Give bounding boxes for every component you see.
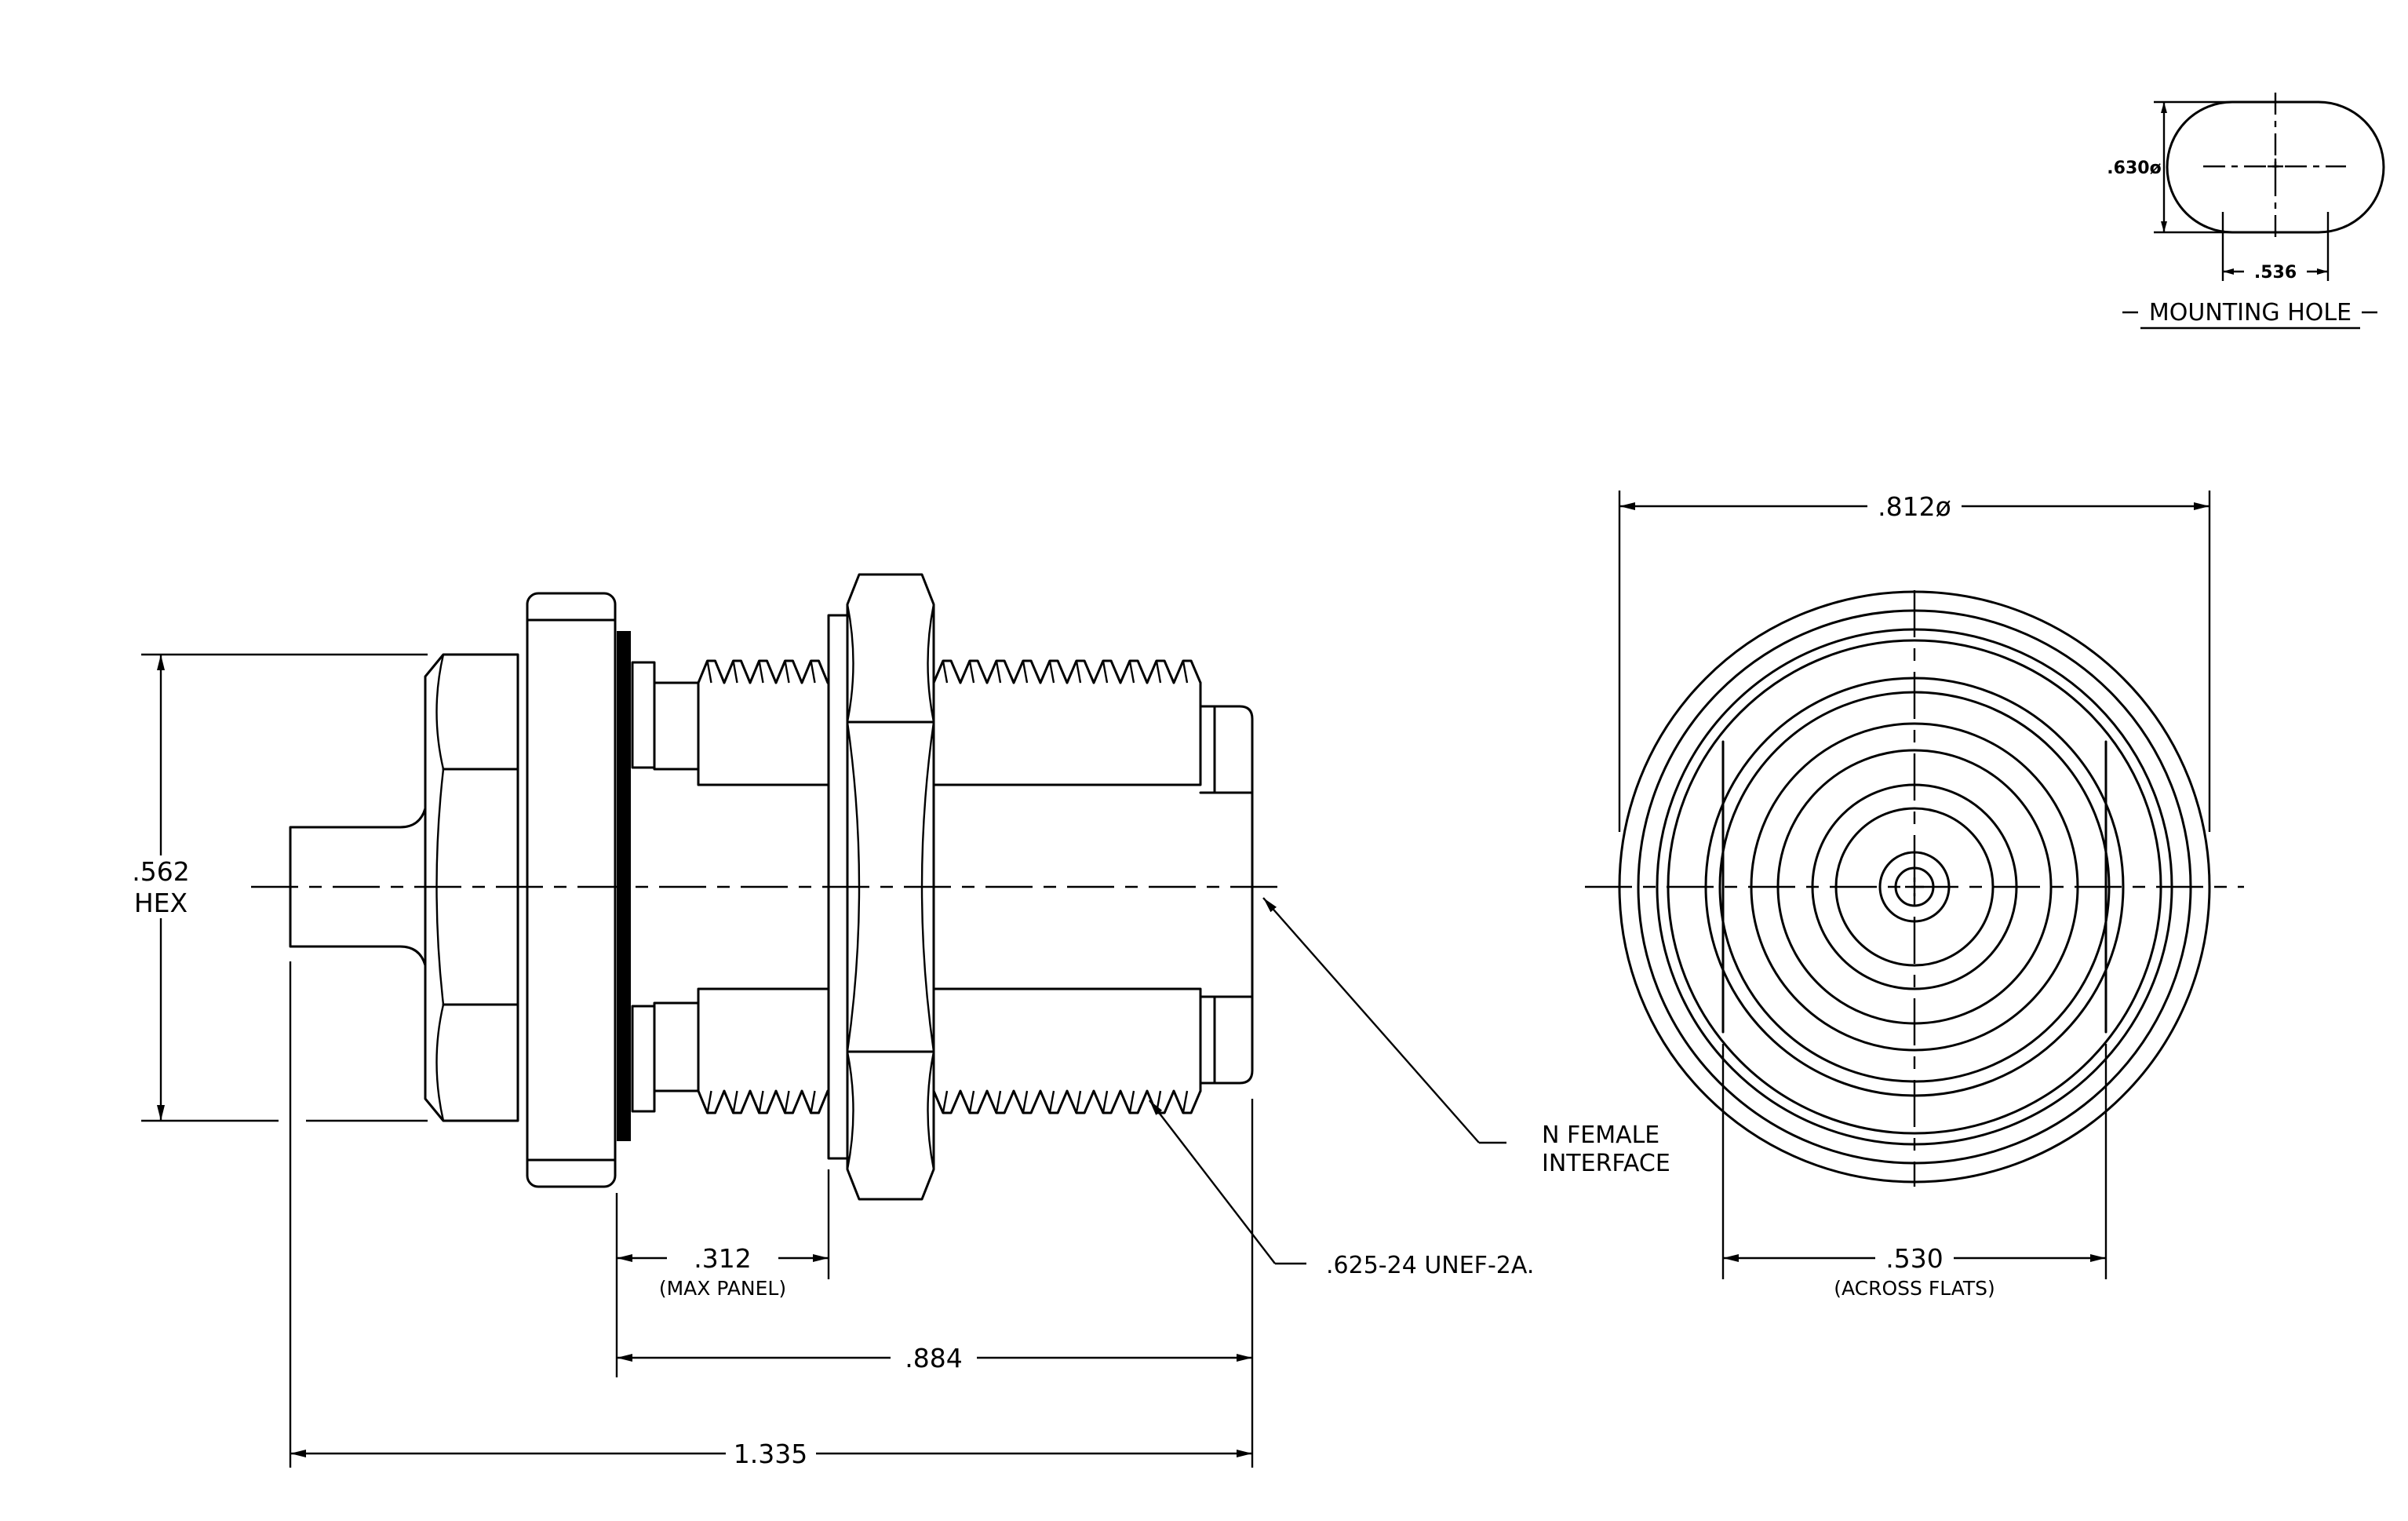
thread-note: .625-24 UNEF-2A.	[1326, 1252, 1534, 1279]
hole-flat-label: .536	[2254, 263, 2297, 283]
interface-note-line2: INTERFACE	[1542, 1150, 1670, 1177]
interface-note-line1: N FEMALE	[1542, 1122, 1659, 1149]
thread-upper	[697, 659, 1202, 786]
side-view: .562 HEX .312 (MAX PANEL) .884 1.335 N F…	[132, 573, 1670, 1469]
mounting-hole-detail: .630ø .536 MOUNTING HOLE	[2107, 93, 2385, 330]
hex-value: .562	[132, 856, 189, 887]
hex-label: HEX	[134, 888, 188, 918]
flats-value: .530	[1885, 1243, 1943, 1274]
overall-length-value: 1.335	[734, 1439, 807, 1469]
thread-lower	[697, 987, 1202, 1114]
mounting-hole-title: MOUNTING HOLE	[2149, 299, 2352, 326]
flange	[526, 592, 617, 1188]
mounting-hole-outline	[2166, 100, 2385, 234]
end-view: .812ø .530 (ACROSS FLATS)	[1585, 491, 2244, 1300]
panel-value: .312	[694, 1243, 751, 1274]
panel-note: (MAX PANEL)	[659, 1277, 786, 1300]
outer-diameter-value: .812ø	[1878, 491, 1951, 522]
flats-note: (ACROSS FLATS)	[1834, 1277, 1995, 1300]
front-hex-nut	[846, 573, 935, 1201]
front-interface-end	[1199, 705, 1254, 1085]
hole-diameter-label: .630ø	[2107, 159, 2161, 178]
length-884-value: .884	[905, 1343, 962, 1373]
